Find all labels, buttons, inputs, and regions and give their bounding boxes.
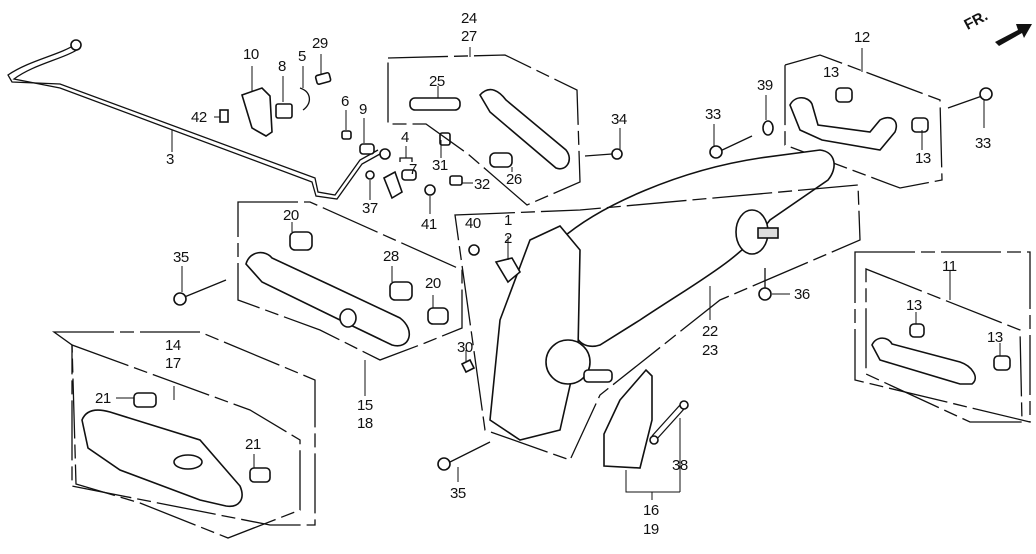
callout-42: 42 (191, 109, 207, 126)
callout-23: 23 (702, 342, 718, 359)
callout-36: 36 (794, 286, 810, 303)
bolt-34 (584, 128, 623, 160)
lower-arm-group-15-18 (173, 201, 463, 396)
callout-35-lower: 35 (450, 485, 466, 502)
callout-37: 37 (362, 200, 378, 217)
callout-24: 24 (461, 10, 477, 27)
callout-39: 39 (757, 77, 773, 94)
callout-10: 10 (243, 46, 259, 63)
callout-1: 1 (504, 212, 512, 229)
callout-16: 16 (643, 502, 659, 519)
callout-34: 34 (611, 111, 627, 128)
callout-19: 19 (643, 521, 659, 538)
bolt-35-lower (437, 441, 491, 482)
callout-8: 8 (278, 58, 286, 75)
stabilizer-mounting-parts (214, 54, 332, 137)
callout-40: 40 (465, 215, 481, 232)
callout-13-lower-right: 13 (987, 329, 1003, 346)
arm-group-11 (854, 251, 1031, 423)
bolt-36 (758, 268, 790, 301)
lower-arm-group-14-17 (51, 331, 316, 539)
callout-21-left: 21 (95, 390, 111, 407)
callout-6: 6 (341, 93, 349, 110)
callout-2: 2 (504, 230, 512, 247)
callout-28: 28 (383, 248, 399, 265)
callout-33-right: 33 (975, 135, 991, 152)
callout-7: 7 (409, 161, 417, 178)
callout-20-lower: 20 (425, 275, 441, 292)
callout-9: 9 (359, 101, 367, 118)
callout-21-right: 21 (245, 436, 261, 453)
callout-41: 41 (421, 216, 437, 233)
callout-13-upper-left: 13 (823, 64, 839, 81)
callout-32: 32 (474, 176, 490, 193)
callout-12: 12 (854, 29, 870, 46)
bracket-group-16-19 (603, 368, 689, 500)
stabilizer-bar (7, 39, 381, 200)
compensator-arm-group-12 (784, 48, 993, 189)
callout-30: 30 (457, 339, 473, 356)
callout-29: 29 (312, 35, 328, 52)
bolt-33-washer-39 (709, 95, 774, 159)
callout-25: 25 (429, 73, 445, 90)
knuckle-assembly (460, 225, 613, 441)
callout-5: 5 (298, 48, 306, 65)
callout-27: 27 (461, 28, 477, 45)
callout-17: 17 (165, 355, 181, 372)
callout-3: 3 (166, 151, 174, 168)
callout-4: 4 (401, 129, 409, 146)
callout-26: 26 (506, 171, 522, 188)
callout-14: 14 (165, 337, 181, 354)
front-direction-arrow-icon (995, 24, 1032, 46)
link-small-parts (341, 110, 473, 214)
callout-38: 38 (672, 457, 688, 474)
callout-35-upper: 35 (173, 249, 189, 266)
callout-13-lower-left: 13 (906, 297, 922, 314)
callout-11: 11 (942, 258, 957, 275)
callout-31: 31 (432, 157, 448, 174)
callout-22: 22 (702, 323, 718, 340)
callout-33-left: 33 (705, 106, 721, 123)
callout-20-upper: 20 (283, 207, 299, 224)
callout-18: 18 (357, 415, 373, 432)
upper-arm-group-24-27 (387, 47, 581, 206)
callout-15: 15 (357, 397, 373, 414)
trailing-arm-22-23 (454, 149, 861, 461)
callout-13-upper-right: 13 (915, 150, 931, 167)
